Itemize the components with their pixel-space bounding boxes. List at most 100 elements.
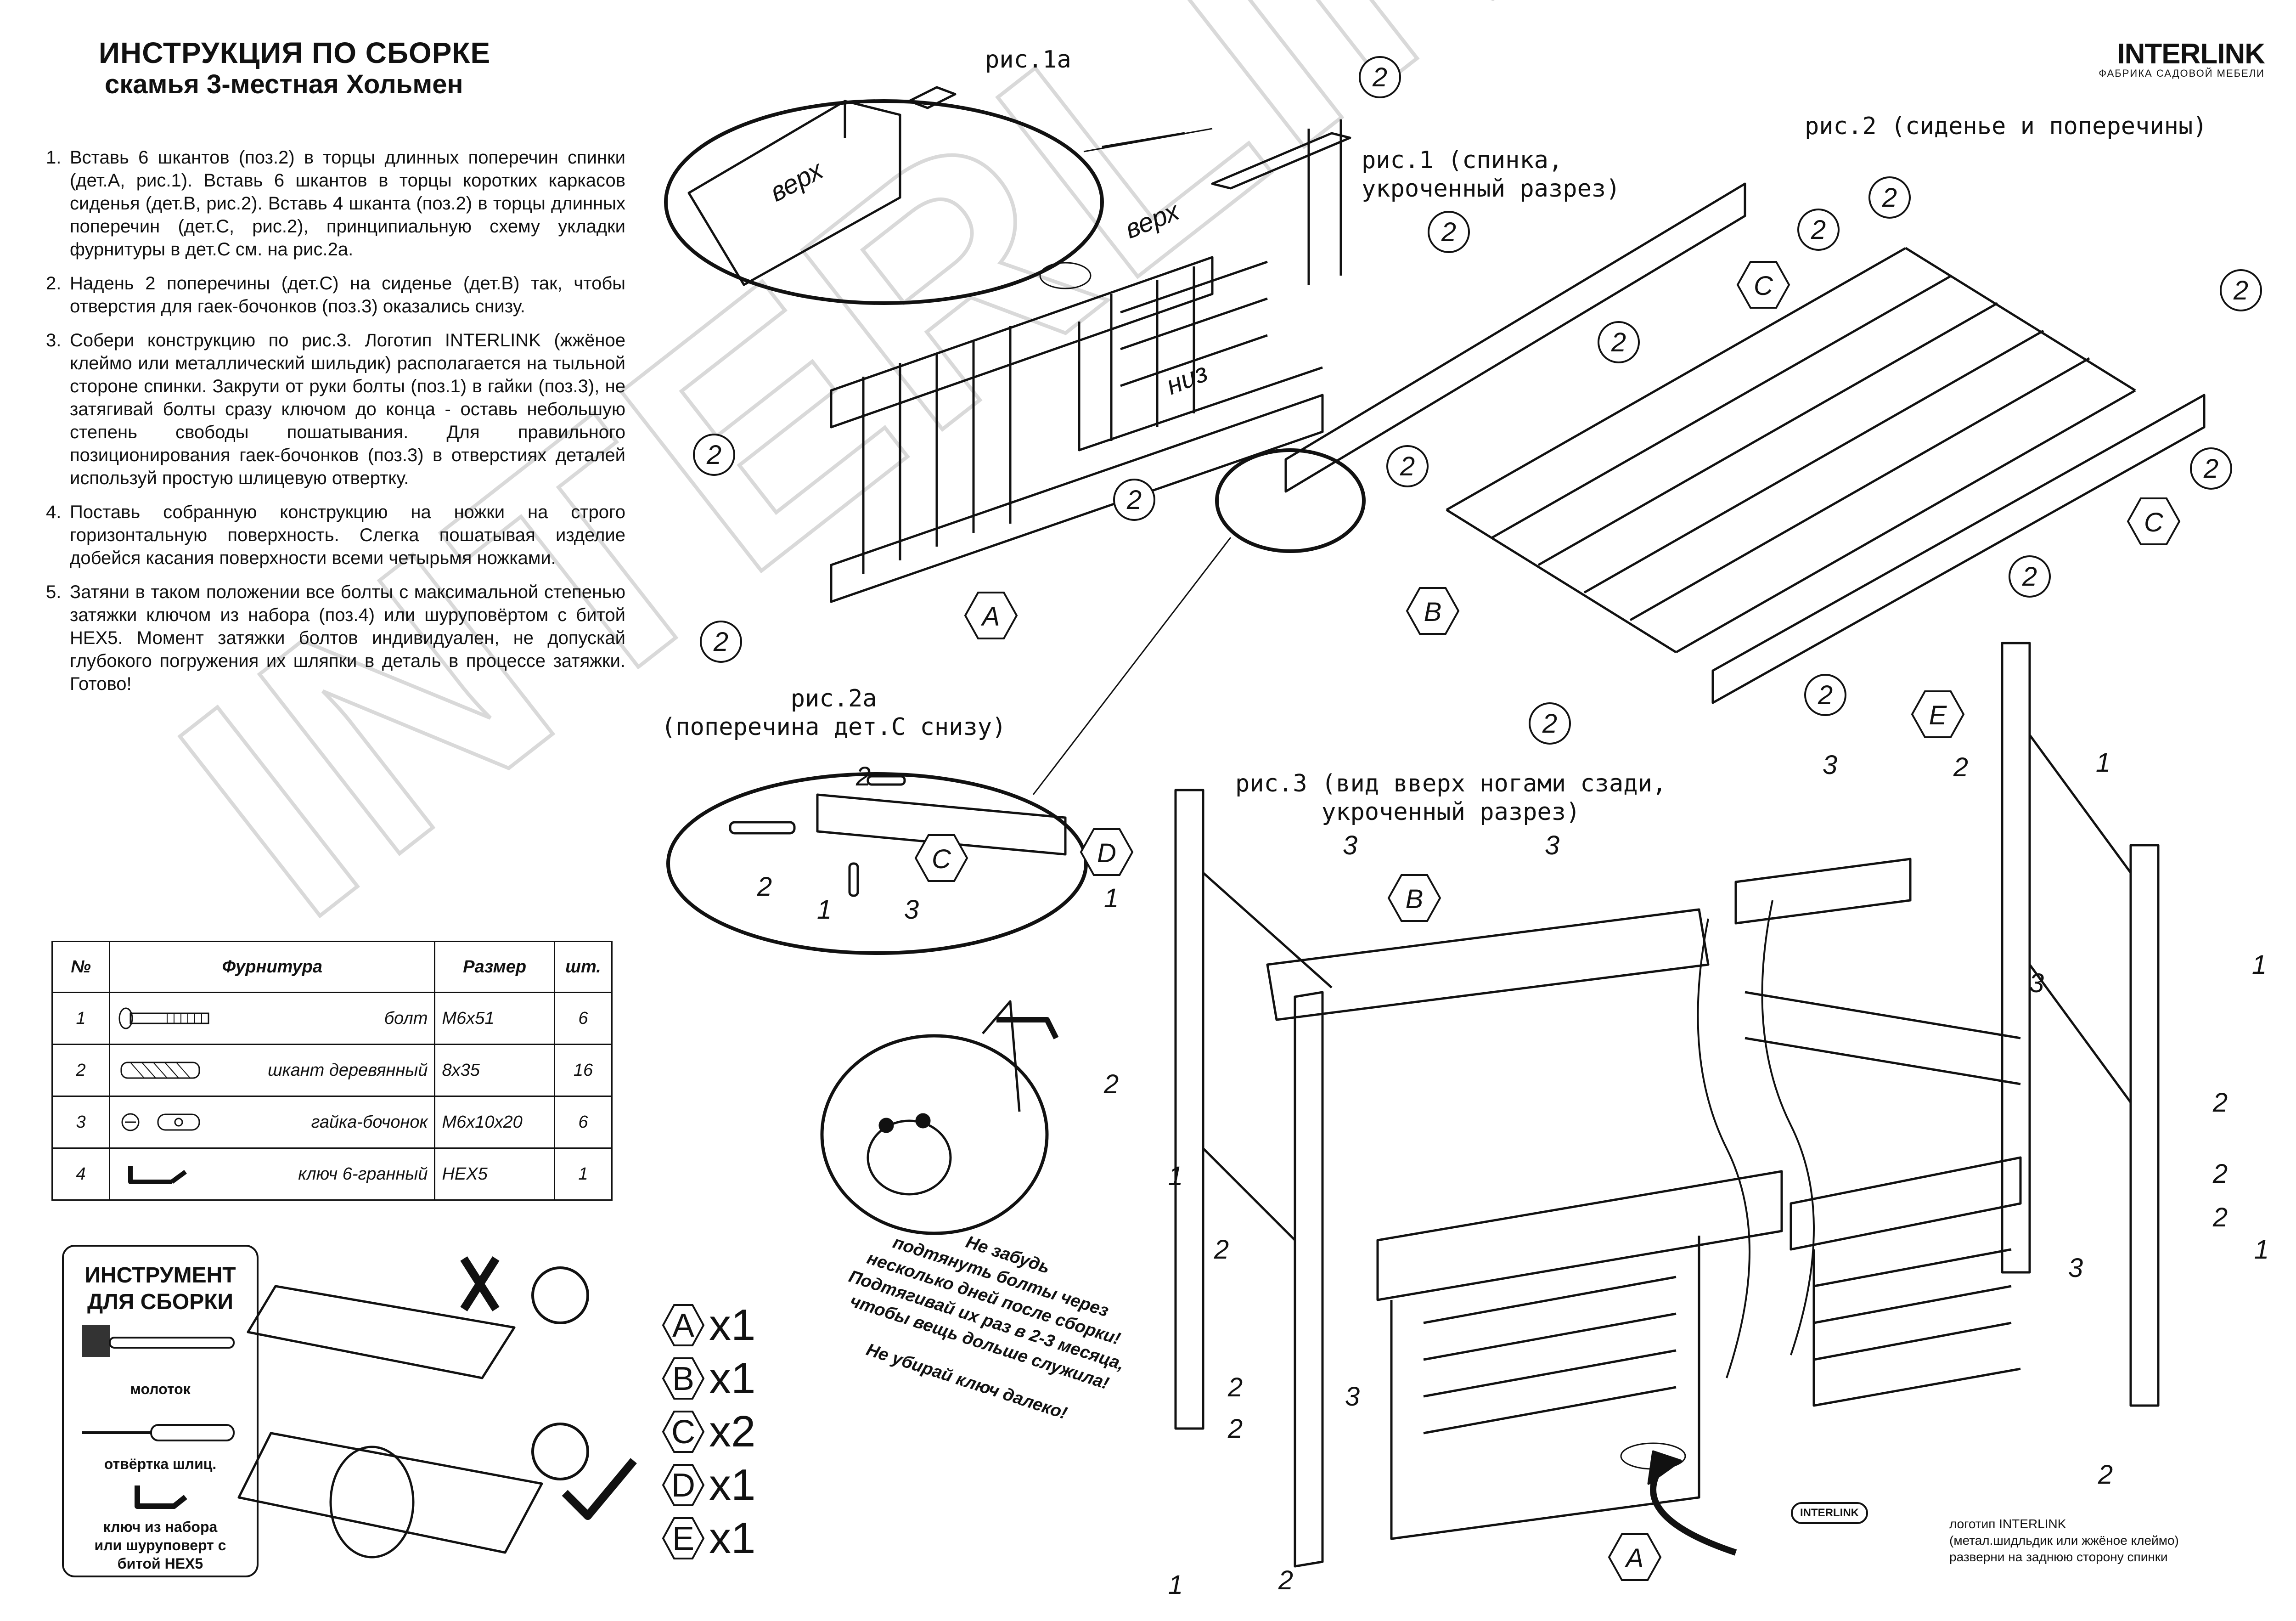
callout-nut: 3 <box>904 895 919 925</box>
hardware-table: № Фурнитура Размер шт. 1 болт М6х51 6 2 … <box>51 941 613 1201</box>
bolt-icon <box>118 1007 209 1029</box>
callout-dowel-plain: 2 <box>2212 1159 2228 1189</box>
callout-dowel-plain: 2 <box>1278 1565 1293 1595</box>
logo-note-line: (метал.шидльдик или жжёное клеймо) <box>1949 1533 2179 1548</box>
hex-key-icon <box>128 1166 187 1184</box>
callout-nut: 3 <box>1823 750 1837 780</box>
callout-part-C: C <box>1736 261 1790 309</box>
row-qty: 6 <box>553 992 613 1045</box>
callout-bolt: 1 <box>2252 950 2267 980</box>
fig3-assembly <box>1174 642 2160 1568</box>
key-label-2: или шуруповерт с <box>94 1537 226 1553</box>
callout-dowel: 2 <box>693 434 735 476</box>
svg-text:2: 2 <box>1611 328 1626 357</box>
svg-text:C: C <box>1754 271 1773 301</box>
hammer-icon <box>82 1325 235 1357</box>
svg-text:C: C <box>932 844 951 874</box>
part-letter: A <box>672 1307 695 1344</box>
hex-badge: D <box>661 1463 705 1507</box>
callout-dowel: 2 <box>700 621 742 663</box>
callout-dowel: 2 <box>1868 176 1911 219</box>
svg-text:B: B <box>1424 597 1442 627</box>
step-1: 1. Вставь 6 шкантов (поз.2) в торцы длинн… <box>46 146 625 261</box>
fig2a-caption-1: рис.2а <box>790 685 877 712</box>
hex-badge: B <box>661 1356 705 1401</box>
fig1-caption-1: рис.1 (спинка, <box>1362 147 1563 174</box>
table-row: 2 шкант деревянный 8х35 16 <box>51 1044 613 1097</box>
callout-dowel-plain: 2 <box>1214 1235 1229 1265</box>
step-number: 2. <box>46 273 62 294</box>
screwdriver-label: отвёртка шлиц. <box>104 1456 217 1472</box>
callout-bolt: 1 <box>1104 883 1119 913</box>
svg-text:2: 2 <box>2203 454 2218 484</box>
dowel-icon <box>120 1062 200 1079</box>
step-number: 4. <box>46 502 62 522</box>
callout-dowel: 2 <box>1428 211 1470 253</box>
part-qty: x2 <box>709 1407 756 1456</box>
callout-dowel-plain: 2 <box>855 762 871 791</box>
fig1a-caption: рис.1а <box>985 46 1071 73</box>
row-size: HEX5 <box>434 1147 555 1201</box>
callout-bolt: 1 <box>1168 1161 1183 1191</box>
row-name-cell: ключ 6-гранный <box>109 1147 436 1201</box>
step-number: 5. <box>46 582 62 602</box>
row-qty: 1 <box>553 1147 613 1201</box>
svg-text:E: E <box>1929 700 1947 730</box>
fig1-caption-2: укроченный разрез) <box>1362 175 1621 203</box>
row-num: 2 <box>51 1044 111 1097</box>
callout-dowel: 2 <box>2220 269 2262 311</box>
row-name-cell: гайка-бочонок <box>109 1096 436 1149</box>
svg-text:2: 2 <box>2022 562 2037 592</box>
step-2: 2.Надень 2 поперечины (дет.С) на сиденье… <box>46 272 625 318</box>
col-qty: шт. <box>553 941 613 993</box>
callout-part-B: B <box>1387 874 1441 922</box>
callout-bolt: 1 <box>2096 748 2110 778</box>
callout-nut: 3 <box>2068 1253 2083 1283</box>
callout-nut: 3 <box>1545 830 1559 860</box>
callout-dowel: 2 <box>1804 674 1846 716</box>
row-name-cell: шкант деревянный <box>109 1044 436 1097</box>
table-row: 4 ключ 6-гранный HEX5 1 <box>51 1147 613 1201</box>
svg-text:B: B <box>1406 884 1424 914</box>
callout-dowel: 2 <box>1797 209 1840 251</box>
callout-dowel-plain: 2 <box>2098 1460 2113 1490</box>
callout-bolt: 1 <box>1168 1570 1183 1600</box>
callout-dowel-plain: 2 <box>1103 1069 1119 1099</box>
svg-text:2: 2 <box>1126 485 1142 515</box>
screwdriver-icon <box>82 1424 235 1441</box>
row-num: 4 <box>51 1147 111 1201</box>
callout-part-B: B <box>1406 587 1460 635</box>
callout-nut: 3 <box>1343 830 1357 860</box>
callout-dowel-plain: 2 <box>1227 1372 1243 1402</box>
fig3-caption-1: рис.3 (вид вверх ногами сзади, <box>1235 770 1667 797</box>
fig2-caption: рис.2 (сиденье и поперечины) <box>1805 113 2207 140</box>
fig2a-caption-2: (поперечина дет.С снизу) <box>661 713 1007 741</box>
barrel-nut-icon <box>121 1113 200 1131</box>
callout-dowel: 2 <box>1598 321 1640 363</box>
step-text: Вставь 6 шкантов (поз.2) в торцы длинных… <box>70 147 625 260</box>
callout-dowel-plain: 2 <box>2212 1088 2228 1118</box>
col-size: Размер <box>434 941 555 993</box>
callout-bolt: 1 <box>2254 1235 2269 1265</box>
page-title: ИНСТРУКЦИЯ ПО СБОРКЕ <box>99 36 491 69</box>
page-subtitle: скамья 3-местная Хольмен <box>105 69 463 99</box>
logo-note: логотип INTERLINK (метал.шидльдик или жж… <box>1949 1516 2179 1565</box>
row-num: 3 <box>51 1096 111 1149</box>
logo-note-line: логотип INTERLINK <box>1949 1517 2066 1531</box>
fig1-caption: рис.1 (спинка,укроченный разрез) <box>1362 146 1621 203</box>
fig2-seat <box>1032 182 2206 795</box>
callout-nut: 3 <box>2029 968 2044 998</box>
col-hardware: Фурнитура <box>109 941 436 993</box>
step-number: 1. <box>46 147 62 168</box>
fig3-caption: рис.3 (вид вверх ногами сзади,укроченный… <box>1235 769 1666 826</box>
fig3-caption-2: укроченный разрез) <box>1321 798 1581 826</box>
row-name: ключ 6-гранный <box>298 1164 428 1184</box>
brand-tagline: ФАБРИКА САДОВОЙ МЕБЕЛИ <box>2099 68 2265 79</box>
step-text: Затяни в таком положении все болты с мак… <box>70 582 625 694</box>
row-name-cell: болт <box>109 992 436 1045</box>
step-3: 3.Собери конструкцию по рис.3. Логотип I… <box>46 329 625 490</box>
